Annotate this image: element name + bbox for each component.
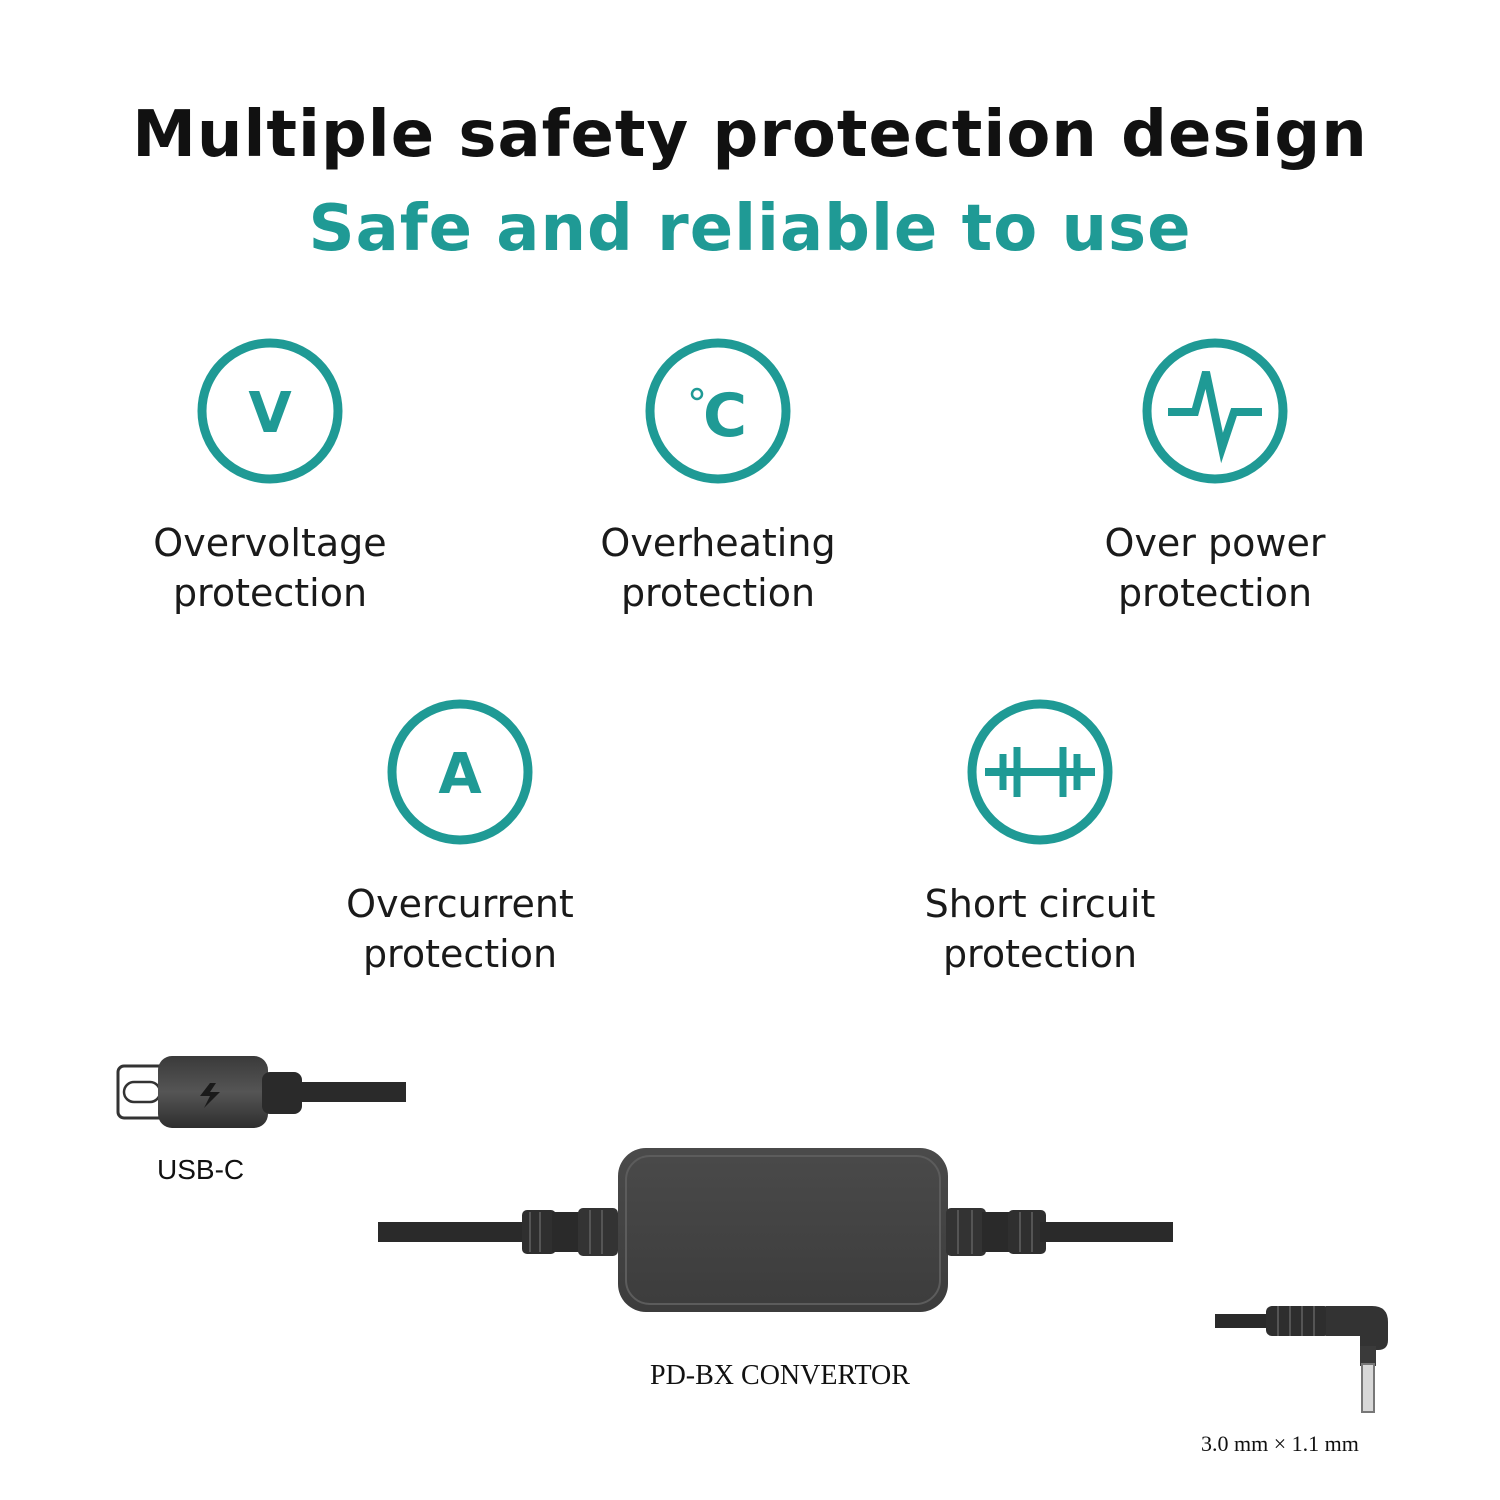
feature-label: Overcurrent protection bbox=[346, 882, 574, 976]
usb-c-label: USB-C bbox=[157, 1154, 245, 1185]
feature-overcurrent: A Overcurrent protection bbox=[300, 697, 620, 979]
dc-plug bbox=[1215, 1306, 1388, 1413]
feature-overheating: C Overheating protection bbox=[558, 336, 878, 618]
pulse-icon bbox=[1142, 338, 1288, 484]
feature-label: Overvoltage protection bbox=[153, 521, 387, 615]
convertor-label: PD-BX CONVERTOR bbox=[650, 1360, 910, 1391]
plug-size-label: 3.0 mm × 1.1 mm bbox=[1201, 1431, 1359, 1456]
feature-over-power: Over power protection bbox=[1055, 336, 1375, 618]
feature-label: Overheating protection bbox=[600, 521, 836, 615]
feature-overvoltage: V Overvoltage protection bbox=[110, 336, 430, 618]
voltage-icon: V bbox=[197, 338, 343, 484]
current-icon: A bbox=[387, 699, 533, 845]
feature-short-circuit: Short circuit protection bbox=[880, 697, 1200, 979]
cable-illustration bbox=[116, 1056, 1388, 1413]
usb-c-connector bbox=[116, 1056, 406, 1128]
feature-label: Over power protection bbox=[1104, 521, 1326, 615]
circuit-icon bbox=[967, 699, 1113, 845]
page-subtitle: Safe and reliable to use bbox=[308, 192, 1192, 266]
feature-label: Short circuit protection bbox=[924, 882, 1156, 976]
page-title: Multiple safety protection design bbox=[132, 98, 1368, 172]
temperature-icon: C bbox=[645, 338, 791, 484]
svg-text:V: V bbox=[248, 381, 292, 446]
convertor-cable bbox=[378, 1148, 1173, 1312]
svg-text:C: C bbox=[703, 381, 747, 451]
svg-text:A: A bbox=[438, 742, 482, 807]
